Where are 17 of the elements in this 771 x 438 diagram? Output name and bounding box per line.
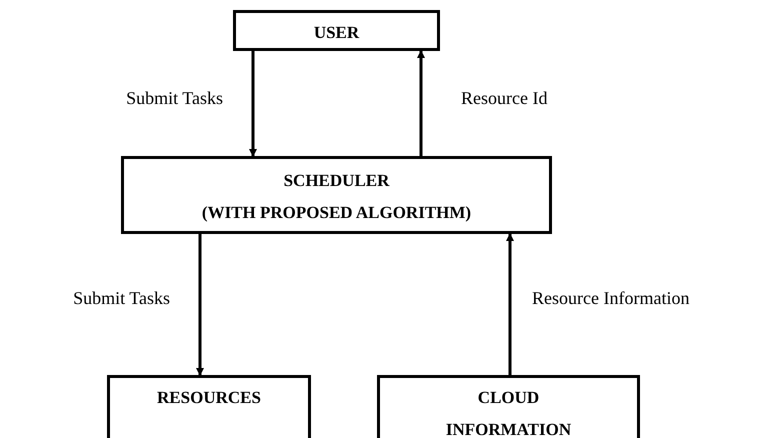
edge-label: Submit Tasks xyxy=(73,287,170,310)
process-box xyxy=(377,375,640,438)
process-box xyxy=(121,156,552,234)
arrow xyxy=(506,233,514,375)
arrow xyxy=(417,50,425,156)
box-label: CLOUD INFORMATION xyxy=(444,387,572,438)
arrow xyxy=(249,51,257,157)
edge-label: Resource Id xyxy=(461,87,548,110)
box-label: SCHEDULER xyxy=(284,170,390,192)
edge-label: Submit Tasks xyxy=(126,87,223,110)
arrow xyxy=(196,234,204,376)
process-box xyxy=(233,10,440,51)
process-box xyxy=(107,375,311,438)
box-label: (WITH PROPOSED ALGORITHM) xyxy=(202,202,472,224)
box-label: RESOURCES xyxy=(157,387,261,409)
box-label: USER xyxy=(314,22,360,44)
edge-label: Resource Information xyxy=(532,287,690,310)
